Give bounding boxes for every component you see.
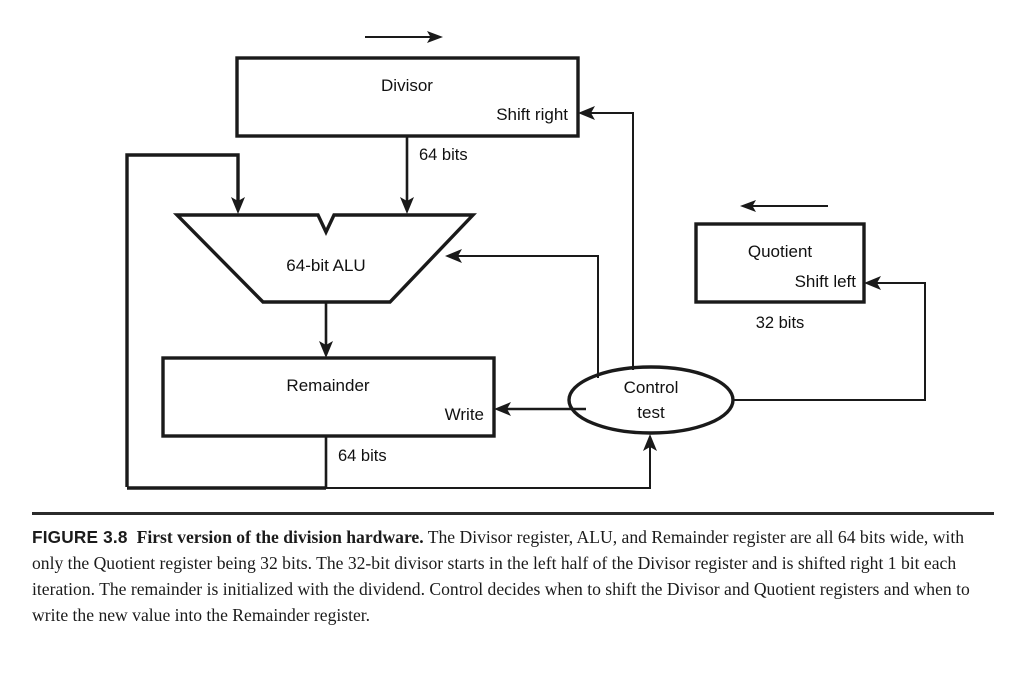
quotient-label: Quotient: [748, 242, 813, 261]
divisor-label: Divisor: [381, 76, 433, 95]
alu-block[interactable]: [172, 213, 477, 304]
caption-paragraph: FIGURE 3.8 First version of the division …: [32, 525, 994, 628]
control-test-label: test: [637, 403, 665, 422]
divisor-register-box[interactable]: [235, 56, 580, 138]
divisor-shift-right-label: Shift right: [496, 105, 568, 124]
remainder-output-bits-label: 64 bits: [338, 447, 387, 465]
remainder-output-bus: [127, 434, 657, 490]
quotient-register-box[interactable]: [694, 222, 866, 304]
figure-number: FIGURE 3.8: [32, 527, 128, 547]
remainder-write-label: Write: [445, 405, 484, 424]
quotient-bits-label: 32 bits: [756, 314, 805, 332]
divisor-output-bits-label: 64 bits: [419, 146, 468, 164]
divisor-to-alu-wire: [400, 136, 414, 214]
control-label: Control: [624, 378, 679, 397]
remainder-label: Remainder: [286, 376, 369, 395]
control-to-quotient-shift-left-wire: [733, 276, 926, 401]
alu-label: 64-bit ALU: [286, 256, 365, 275]
caption-divider: [32, 512, 994, 515]
control-to-alu-wire: [445, 249, 599, 378]
alu-to-remainder-wire: [319, 302, 333, 358]
control-test-ellipse[interactable]: [567, 365, 735, 435]
control-to-remainder-write-wire: [494, 402, 586, 416]
division-hardware-diagram: Divisor Shift right 64 bits 64-bit ALU: [125, 31, 926, 490]
quotient-shift-left-label: Shift left: [795, 272, 857, 291]
figure-title: First version of the division hardware.: [136, 527, 424, 547]
quotient-direction-arrow-icon: [740, 200, 828, 212]
remainder-feedback-wire: [125, 153, 245, 487]
remainder-register-box[interactable]: [161, 356, 496, 438]
figure-body-text: The Divisor register, ALU, and Remainder…: [32, 527, 970, 625]
figure-caption: FIGURE 3.8 First version of the division …: [32, 512, 994, 628]
control-to-divisor-shift-right-wire: [578, 106, 634, 370]
diagram-canvas: Divisor Shift right 64 bits 64-bit ALU: [125, 31, 926, 490]
divisor-direction-arrow-icon: [365, 31, 443, 43]
